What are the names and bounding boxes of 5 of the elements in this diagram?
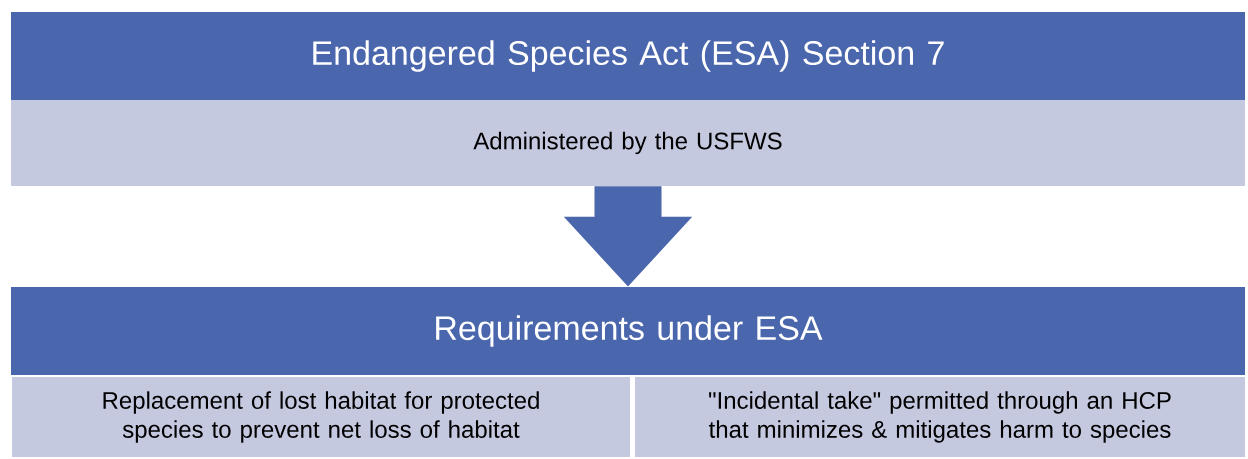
text-band: "Incidental take" permitted through an HCP that minimizes & mitigates harm to species <box>635 377 1245 457</box>
title-band: Endangered Species Act (ESA) Section 7 <box>11 12 1245 100</box>
title-band: Requirements under ESA <box>11 287 1245 375</box>
text-band: Administered by the USFWS <box>11 100 1245 186</box>
text-band: Replacement of lost habitat for protected species to prevent net loss of habitat <box>12 377 630 457</box>
